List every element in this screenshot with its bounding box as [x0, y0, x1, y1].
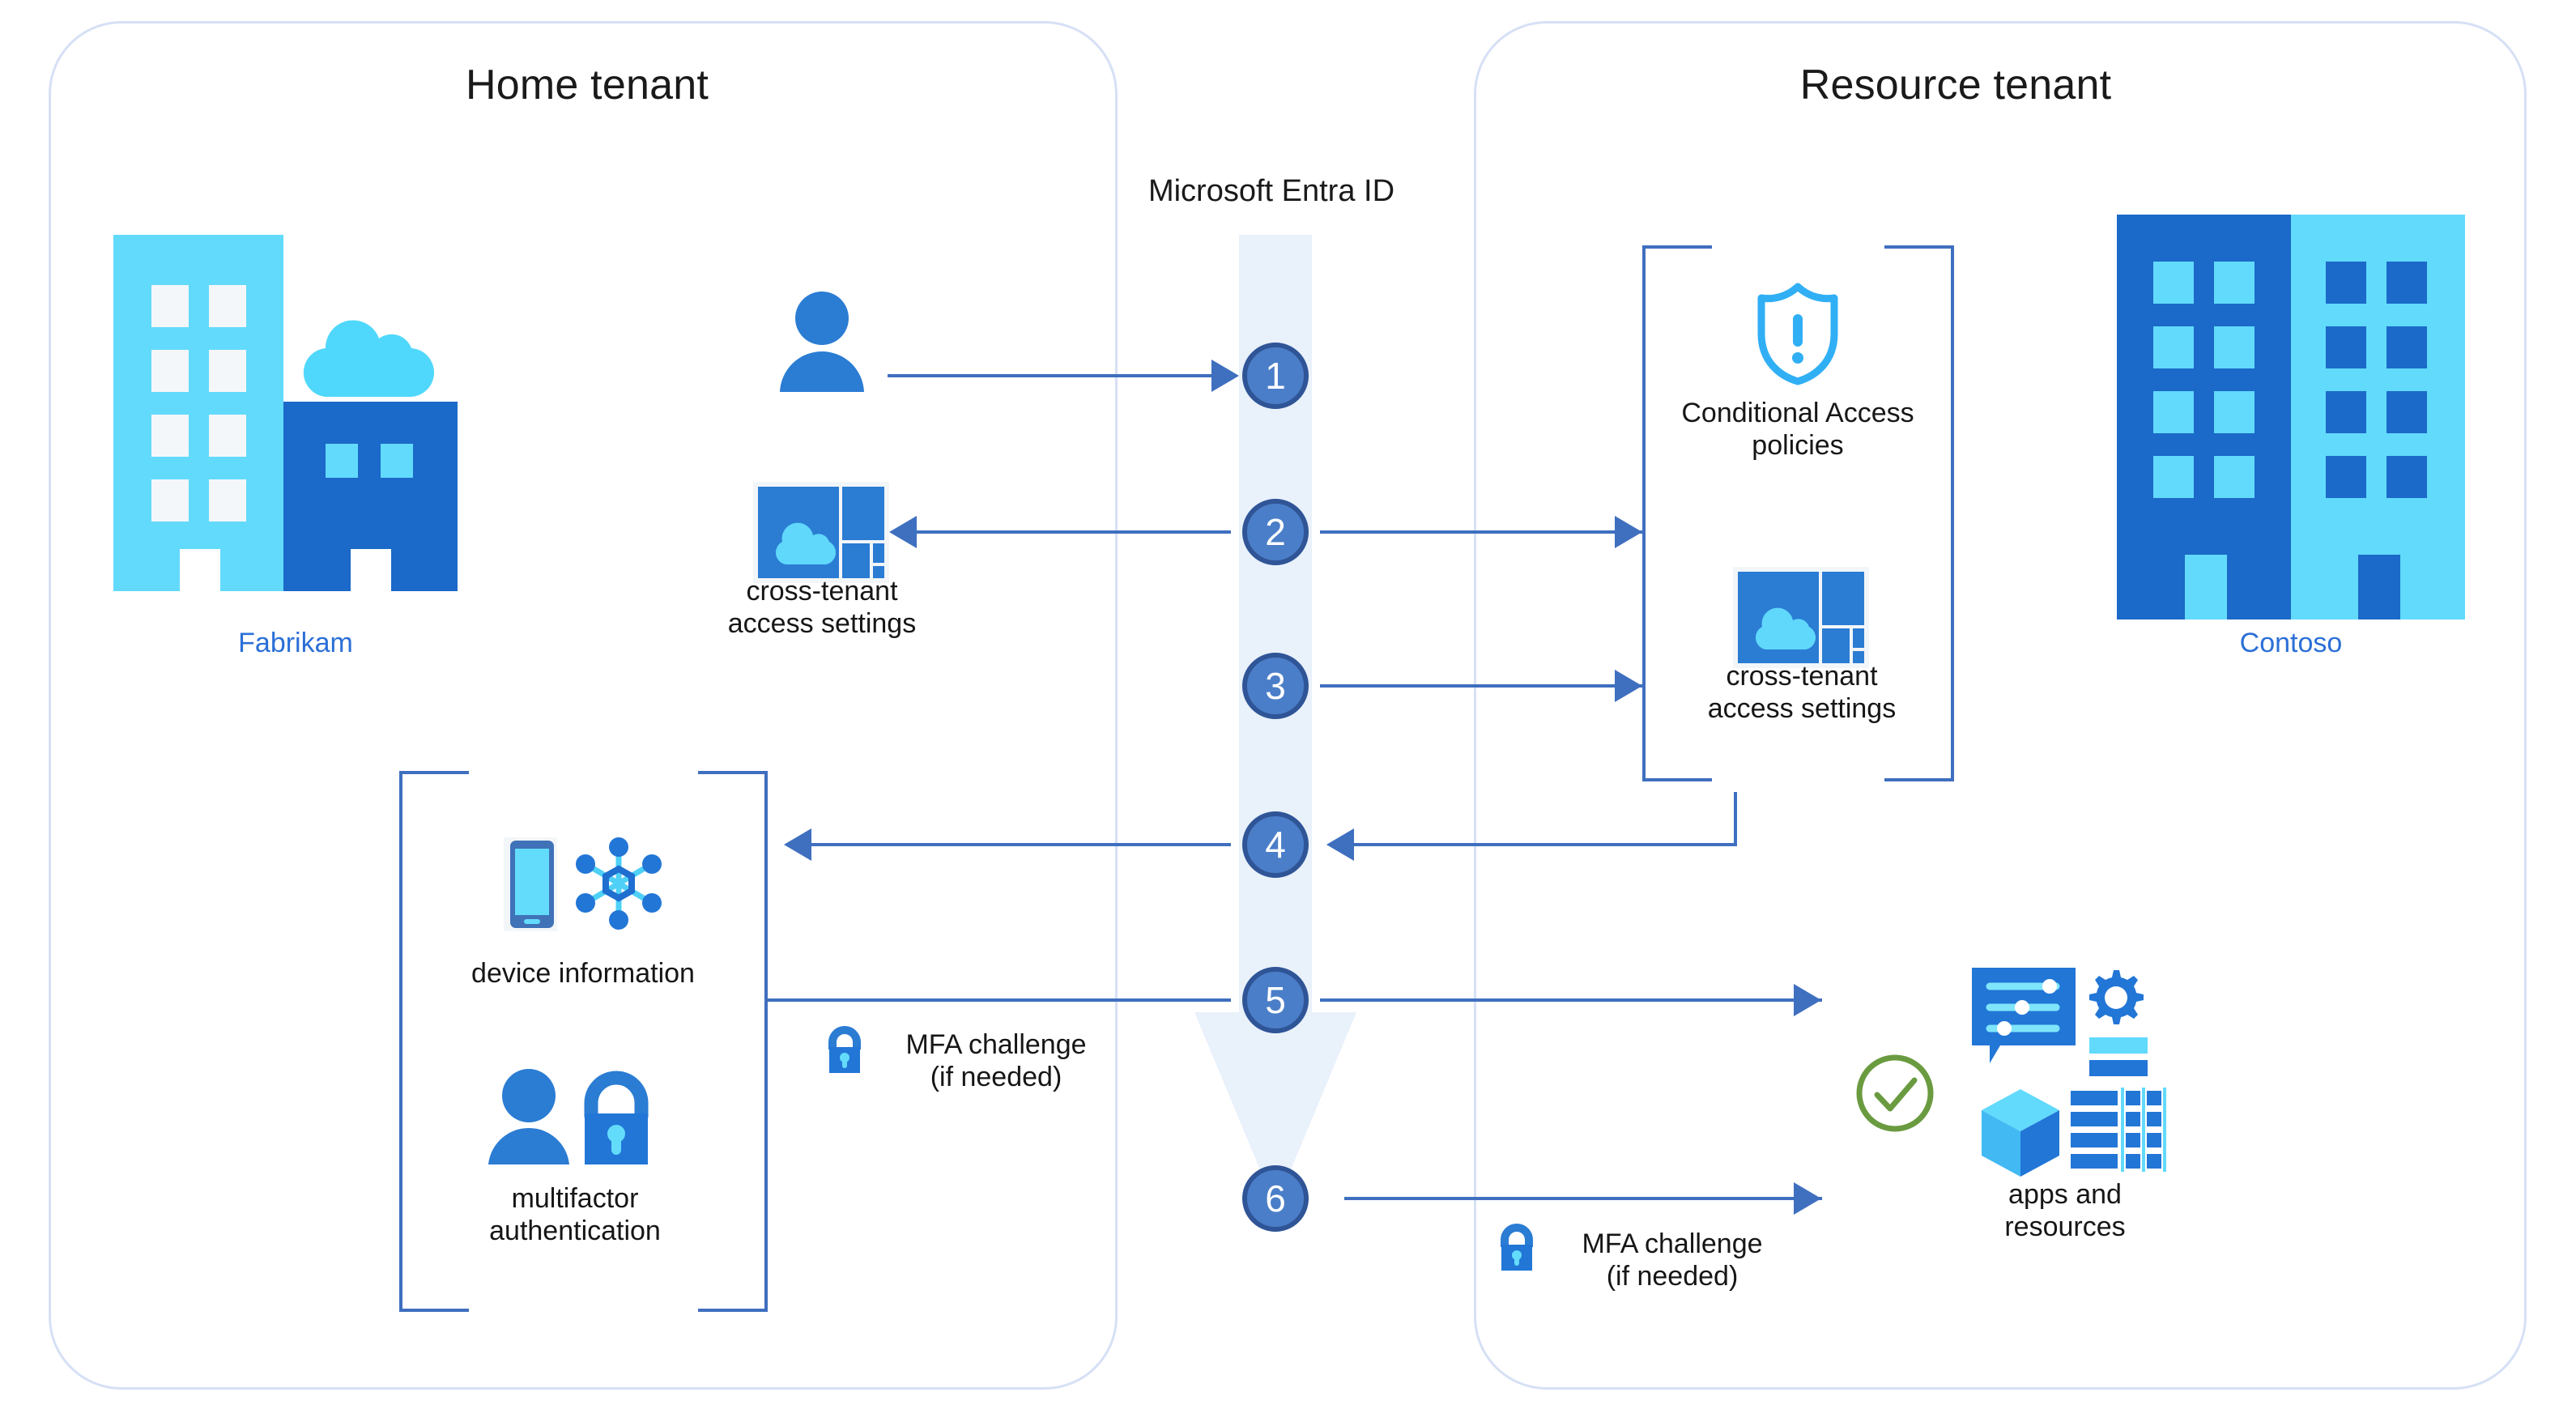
fabrikam-buildings-icon: [105, 227, 486, 615]
device-information-label: device information: [471, 958, 695, 989]
home-cross-tenant-access-settings-label: cross-tenant access settings: [727, 576, 917, 640]
user-lock-icon: [486, 1069, 660, 1164]
step-1-connector: [888, 374, 1228, 377]
home-mfa-challenge-label: MFA challenge (if needed): [905, 1029, 1087, 1093]
step-4-arrowhead-left: [784, 828, 811, 861]
step-4-connector-right: [1352, 843, 1737, 846]
entra-id-label: Microsoft Entra ID: [1147, 174, 1395, 208]
resource-cross-tenant-access-settings-icon: [1733, 567, 1869, 668]
step-3-arrowhead: [1615, 670, 1642, 702]
resource-mfa-challenge-label: MFA challenge (if needed): [1582, 1228, 1763, 1292]
home-mfa-lock-icon: [818, 1025, 871, 1079]
step-circle-6[interactable]: 6: [1242, 1165, 1309, 1232]
resource-mfa-lock-icon: [1490, 1223, 1543, 1276]
step-circle-3[interactable]: 3: [1242, 653, 1309, 719]
shield-alert-icon: [1753, 282, 1842, 385]
resource-cross-tenant-access-settings-label: cross-tenant access settings: [1707, 661, 1897, 725]
step-3-connector: [1320, 684, 1644, 688]
contoso-buildings-icon: [2117, 215, 2465, 619]
resource-policy-bracket: [1642, 245, 1954, 781]
step-2-arrowhead-right: [1615, 516, 1642, 548]
step-6-arrowhead: [1794, 1182, 1821, 1215]
multifactor-authentication-label: multifactor authentication: [489, 1183, 661, 1247]
home-evaluation-bracket: [399, 771, 768, 1312]
step-circle-5[interactable]: 5: [1242, 967, 1309, 1033]
step-5-connector-right: [1320, 998, 1822, 1002]
user-icon: [773, 292, 871, 393]
step-1-arrowhead: [1211, 360, 1239, 392]
step-5-connector-left: [768, 998, 1231, 1002]
home-cross-tenant-access-settings-icon: [753, 482, 889, 583]
home-tenant-title: Home tenant: [466, 62, 709, 109]
conditional-access-policies-label: Conditional Access policies: [1681, 398, 1914, 462]
device-network-icon: [496, 836, 686, 933]
resource-tenant-panel: [1474, 21, 2527, 1390]
step-6-connector: [1344, 1197, 1822, 1200]
home-tenant-panel: [49, 21, 1118, 1390]
step-5-arrowhead: [1794, 984, 1821, 1016]
fabrikam-label: Fabrikam: [238, 628, 353, 658]
step-2-connector-left: [915, 530, 1231, 534]
check-circle-icon: [1854, 1053, 1935, 1134]
step-circle-2[interactable]: 2: [1242, 499, 1309, 565]
contoso-label: Contoso: [2239, 628, 2343, 658]
entra-id-band: [1194, 235, 1356, 1207]
step-2-arrowhead-left: [889, 516, 917, 548]
step-4-connector-left: [810, 843, 1231, 846]
step-4-arrowhead-mid: [1326, 828, 1354, 861]
resource-tenant-title: Resource tenant: [1799, 62, 2112, 109]
apps-and-resources-label: apps and resources: [2004, 1179, 2126, 1243]
step-4-connector-riser: [1734, 792, 1737, 846]
step-circle-1[interactable]: 1: [1242, 343, 1309, 409]
apps-and-resources-icon: [1972, 968, 2166, 1182]
step-2-connector-right: [1320, 530, 1644, 534]
step-circle-4[interactable]: 4: [1242, 811, 1309, 878]
